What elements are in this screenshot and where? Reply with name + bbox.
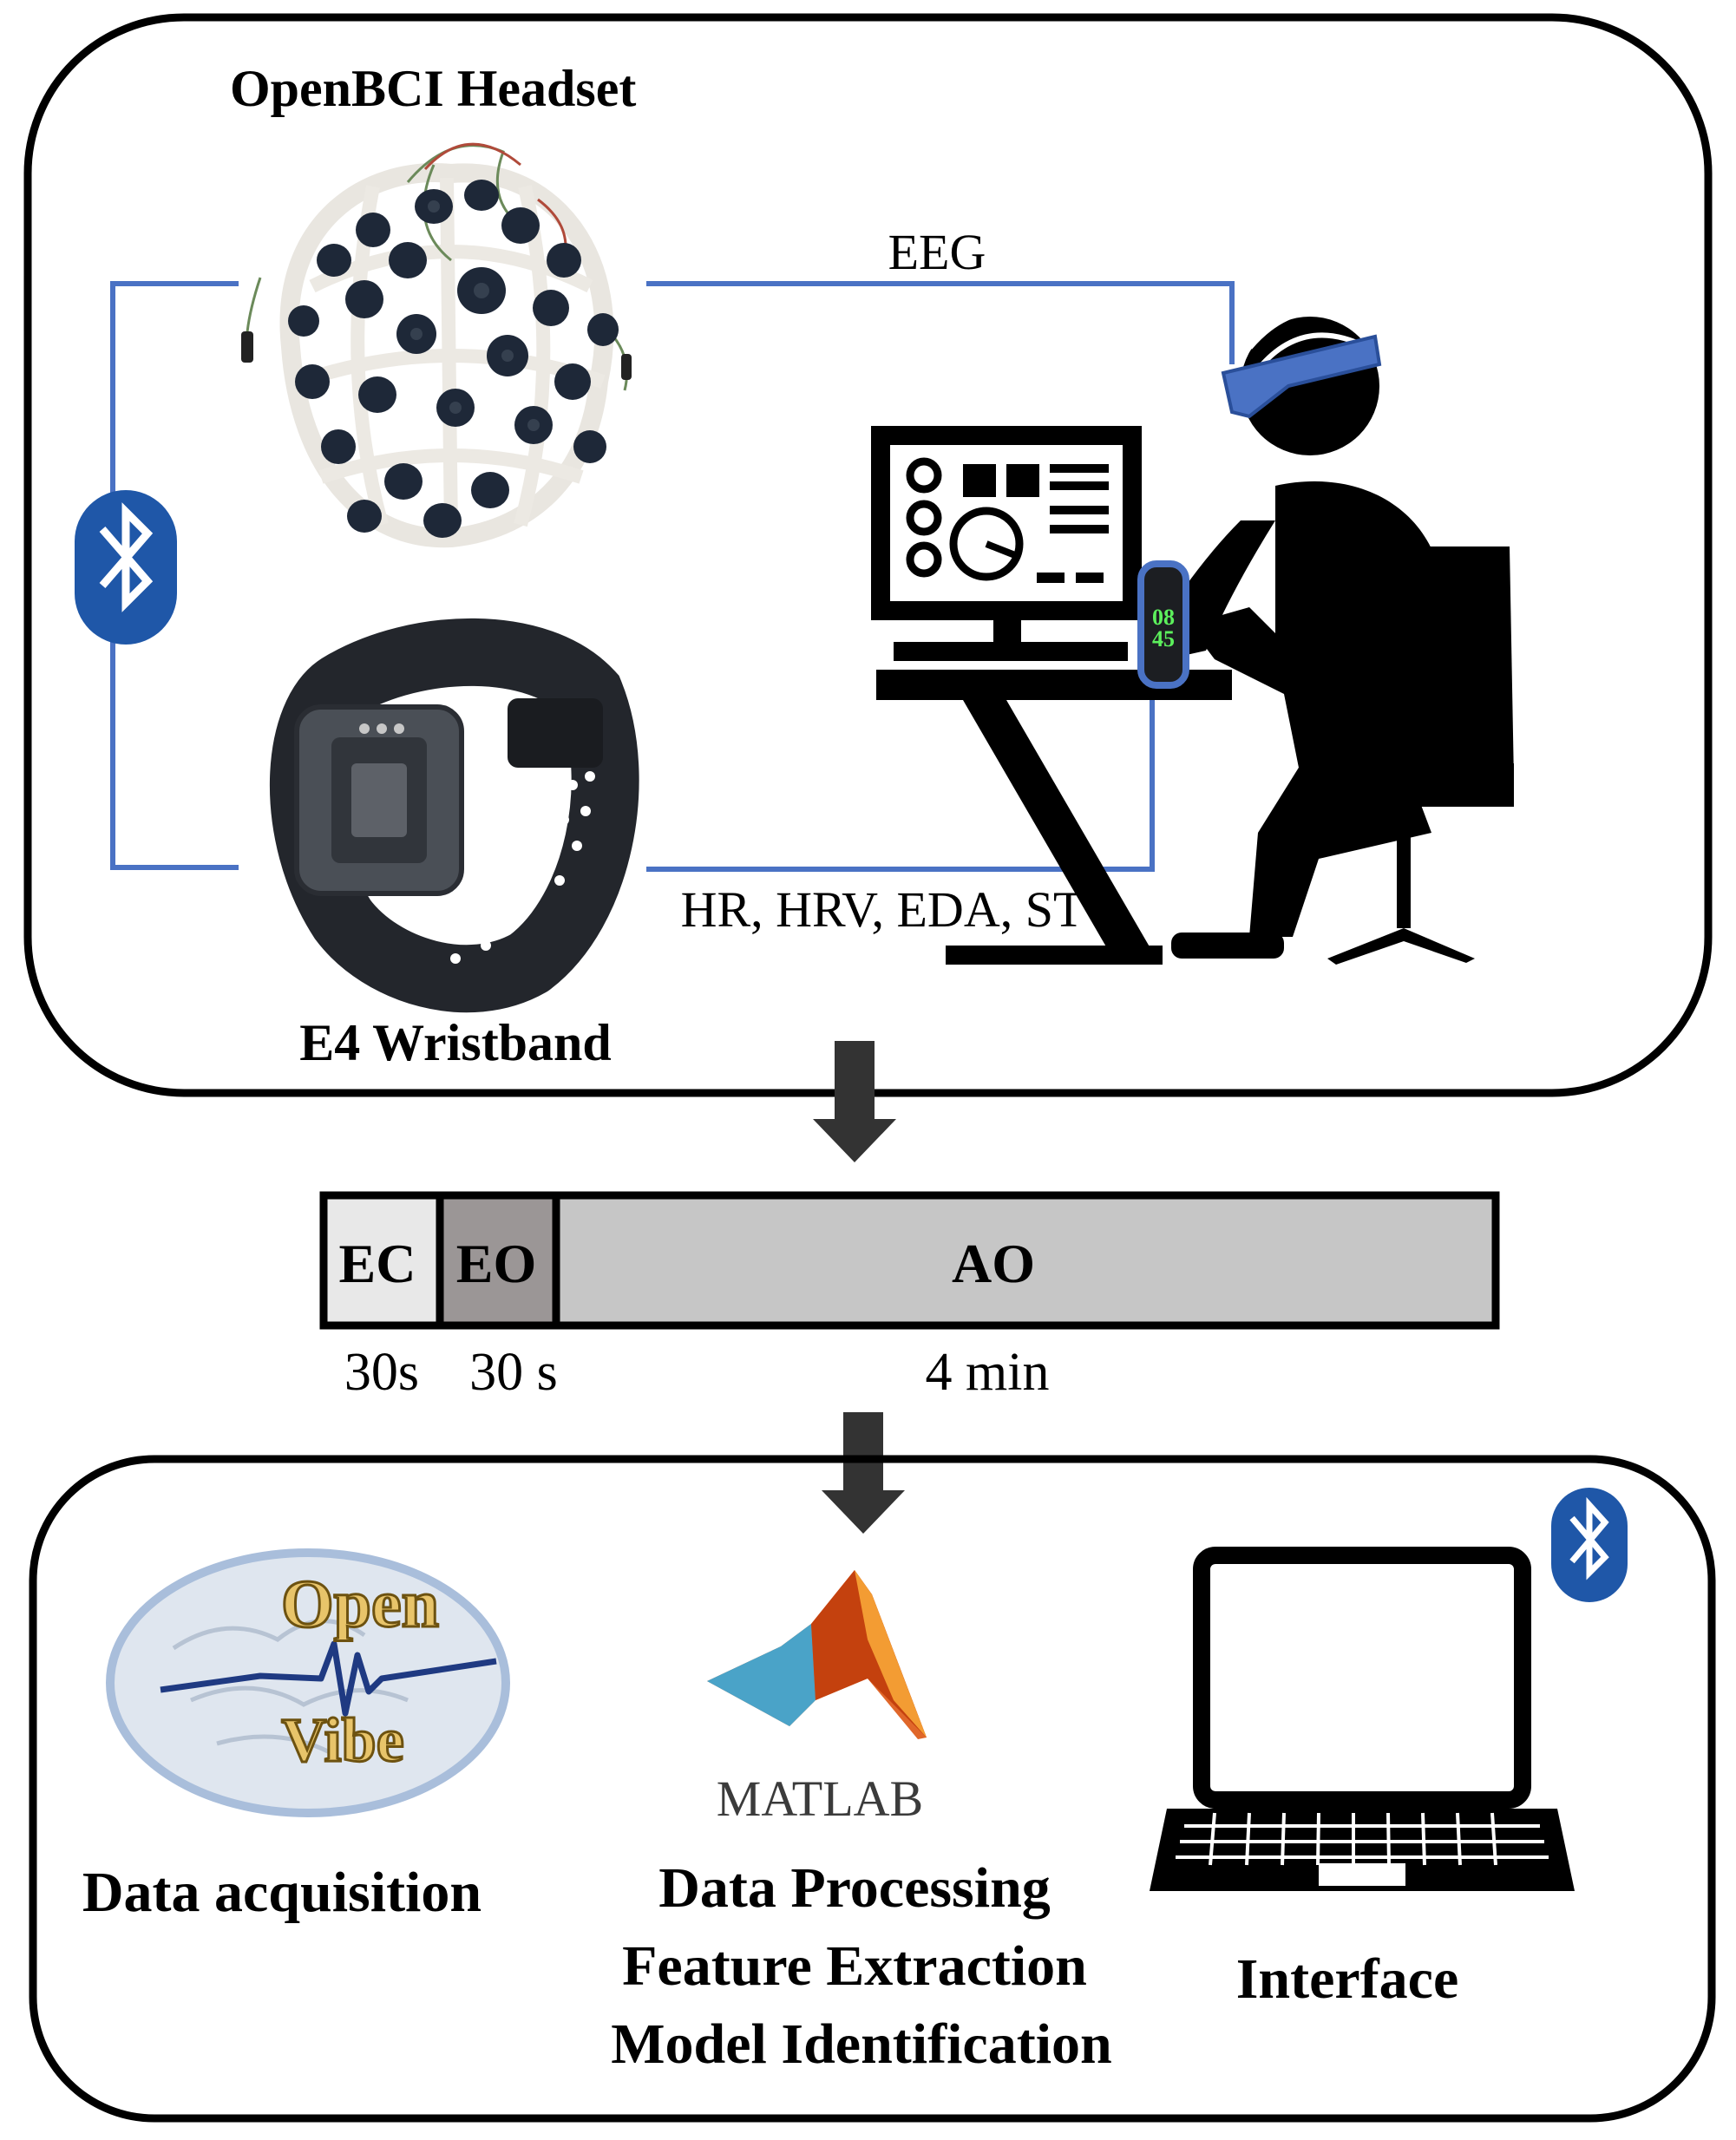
eeg-headset-image <box>241 142 632 548</box>
processing-line-1: Data Processing <box>658 1856 1051 1920</box>
processing-line-2: Feature Extraction <box>622 1934 1087 1998</box>
segment-ao <box>552 1191 1500 1330</box>
matlab-wordmark: MATLAB <box>717 1770 923 1827</box>
down-arrow-2 <box>822 1412 905 1534</box>
segment-ec-label: EC <box>339 1233 416 1294</box>
segment-ao-label: AO <box>952 1233 1035 1294</box>
user-workstation-pictogram: 08 45 <box>871 306 1514 965</box>
laptop-icon <box>1150 1547 1575 1891</box>
wristband-image <box>270 618 639 1013</box>
processing-line-3: Model Identification <box>611 2012 1111 2076</box>
headset-label: OpenBCI Headset <box>230 60 636 117</box>
eeg-label: EEG <box>888 224 986 280</box>
segment-eo <box>436 1191 560 1330</box>
bluetooth-icon-laptop <box>1551 1488 1628 1602</box>
user-eeg-headset <box>1221 334 1382 419</box>
wristband-label: E4 Wristband <box>299 1014 612 1071</box>
openvibe-logo-top: Open <box>281 1566 439 1641</box>
bluetooth-icon <box>75 490 177 645</box>
watch-hour: 08 <box>1152 605 1175 630</box>
protocol-timeline: EC EO AO 30s 30 s 4 min <box>319 1191 1500 1402</box>
matlab-logo: MATLAB <box>707 1570 927 1827</box>
segment-ao-duration: 4 min <box>926 1343 1050 1402</box>
segment-eo-duration: 30 s <box>469 1343 558 1402</box>
openvibe-logo-bottom: Vibe <box>281 1705 403 1775</box>
physio-link-line <box>646 694 1155 872</box>
down-arrow-1 <box>813 1041 896 1162</box>
watch-minute: 45 <box>1152 626 1175 651</box>
smartwatch-icon <box>1137 560 1189 689</box>
interface-label: Interface <box>1236 1947 1459 2011</box>
processing-panel <box>29 1455 1716 2123</box>
openvibe-logo: Open Vibe <box>106 1548 510 1817</box>
data-acquisition-label: Data acquisition <box>82 1861 481 1924</box>
segment-ec-duration: 30s <box>344 1343 419 1402</box>
physio-label: HR, HRV, EDA, ST <box>681 881 1084 938</box>
segment-eo-label: EO <box>456 1233 536 1294</box>
eeg-link-line <box>646 281 1235 364</box>
